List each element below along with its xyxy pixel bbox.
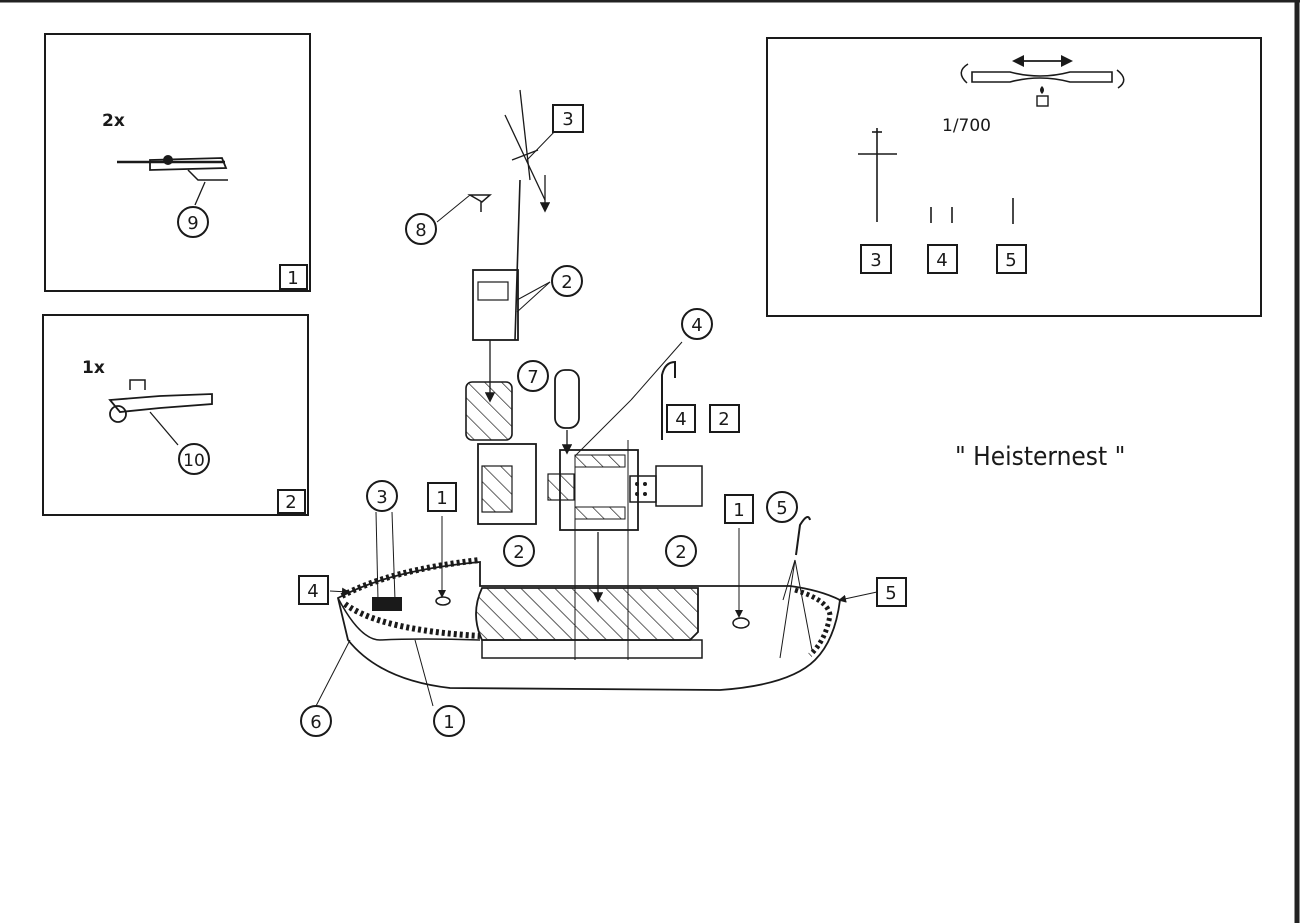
gun-part-9-icon [117,155,228,206]
gun-part-10-icon [108,379,213,446]
callout-2-deck-left: 2 [513,542,524,563]
callout-9-circle [177,206,209,238]
callout-4-deck: 4 [675,409,686,430]
rigging-item-3: 3 [870,250,881,271]
panel-1-quantity: 2x [102,111,125,131]
superstructure [315,89,878,707]
callout-2-bridge: 2 [561,272,572,293]
panel-1: 2x 9 1 [44,33,311,292]
callout-1-bow: 1 [443,712,454,733]
callout-9-label: 9 [187,213,198,234]
callout-8: 8 [415,220,426,241]
callout-3-mast: 3 [562,109,573,130]
rigging-item-4: 4 [936,250,947,271]
panel-2-quantity: 1x [82,358,105,378]
callout-7: 7 [527,367,538,388]
rigging-panel: 1/700 3 4 5 [766,37,1262,317]
rigging-item-5: 5 [1005,250,1016,271]
panel-1-box [279,264,308,290]
callout-2-deck-right: 2 [675,542,686,563]
stretched-sprue-icon [960,55,1125,107]
panel-2-box-label: 2 [285,492,296,513]
callout-3-bow: 3 [376,487,387,508]
ship-name-title: " Heisternest " [955,442,1125,472]
panel-2-box [277,489,306,514]
callout-10-circle [178,443,210,475]
callout-5-box: 5 [885,583,896,604]
callout-4-rail: 4 [691,315,702,336]
callout-1-left: 1 [436,488,447,509]
callout-10-label: 10 [183,451,205,471]
scale-label: 1/700 [942,116,991,136]
callout-6: 6 [310,712,321,733]
ship-hull [336,557,841,691]
callouts: 3 8 2 4 7 4 2 3 1 2 2 1 5 4 5 6 1 [298,104,907,737]
callout-2-deck: 2 [718,409,729,430]
callout-5-stern: 5 [776,498,787,519]
callout-1-right: 1 [733,500,744,521]
callout-4-bow: 4 [307,581,318,602]
panel-1-box-label: 1 [287,268,298,289]
panel-2: 1x 10 2 [42,314,309,516]
